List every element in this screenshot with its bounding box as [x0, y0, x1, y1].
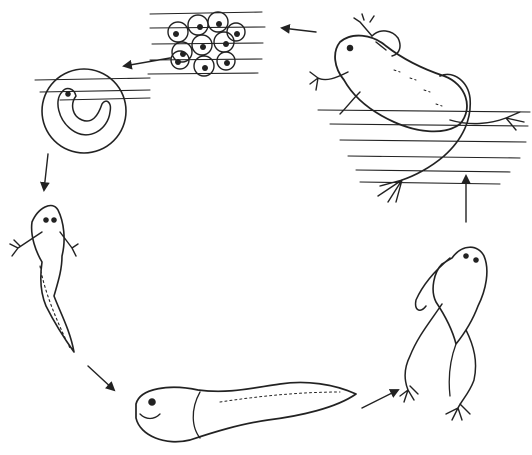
arrow-frog-to-eggs	[282, 28, 316, 32]
tadpole-gills-icon	[10, 206, 78, 352]
froglet-icon	[400, 247, 487, 420]
adult-frog-icon	[310, 14, 530, 202]
cycle-arrows	[44, 28, 466, 408]
tadpole-icon	[136, 382, 356, 441]
arrow-tadpole-to-froglet	[362, 390, 398, 408]
embryo-in-egg-icon	[35, 69, 150, 153]
arrow-embryo-to-gill-tadpole	[44, 154, 48, 190]
arrow-gill-tadpole-to-tadpole	[88, 366, 114, 390]
frog-eggs-icon	[148, 12, 265, 76]
arrow-eggs-to-embryo	[124, 58, 170, 66]
